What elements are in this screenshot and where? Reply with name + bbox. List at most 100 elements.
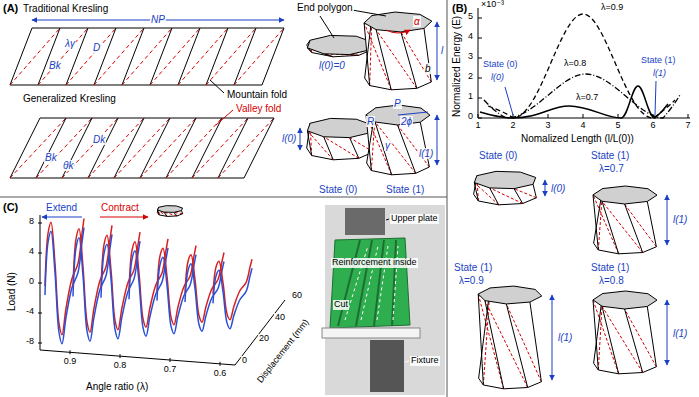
valley-fold [150,28,200,85]
label-text: 5 [614,121,621,131]
tick [478,18,482,19]
mountain-fold [376,30,391,90]
label-text: Mountain fold [226,89,288,100]
leader-line [216,110,233,125]
valley-fold [10,28,60,85]
tick [38,313,42,314]
valley-fold [234,28,284,85]
label-text: State (0) [482,60,519,70]
valley-fold [62,118,118,178]
label-text: α [413,16,421,27]
label-text: State (0) [318,184,358,195]
tick [170,358,171,362]
label-text: λ=0.7 [598,163,625,174]
tick [38,253,42,254]
energy-curve [480,86,668,118]
tick [478,118,482,119]
mountain-fold [38,28,60,85]
fixture-plate [322,328,420,338]
prism-edge [643,247,657,253]
label-text: P [393,98,402,109]
mountain-fold [66,28,88,85]
label-text: Displacement (mm) [255,317,312,386]
label-text: 2ϕ [400,116,413,127]
label-text: R [366,116,375,127]
fixture-clamp [370,340,404,392]
label-text: Angle ratio (λ) [85,381,149,392]
prism-edge [333,158,359,159]
label-text: 4 [467,32,474,42]
tick [548,114,549,118]
label-text: γ [384,140,391,151]
label-text: 0 [28,277,35,287]
valley-fold [514,189,536,198]
tick [38,343,42,344]
dimension-line [552,295,553,380]
tick [38,283,42,284]
label-text: 20 [258,334,270,344]
label-text: 2 [509,121,516,131]
label-text: 0.6 [213,369,228,379]
valley-fold [66,28,116,85]
label-text: Dk [92,134,106,145]
mountain-fold [602,306,619,374]
load-curve [157,255,196,334]
prism-edge [312,156,334,160]
leader-line [386,219,389,220]
mountain-fold [94,28,116,85]
mountain-fold [420,122,429,167]
label-text: λ=0.9 [458,275,485,286]
label-text: λ=0.9 [600,3,624,13]
label-text: 2 [467,72,474,82]
end-polygon [307,118,372,137]
mountain-fold [244,118,274,178]
label-text: 0 [241,356,248,366]
upper-plate [345,208,385,235]
valley-fold [401,32,431,82]
valley-fold [376,30,417,89]
mountain-fold [178,28,200,85]
valley-fold [38,28,88,85]
end-polygon [593,186,657,204]
prism-edge [499,204,523,205]
label-text: λγ [64,38,76,49]
dimension-line [437,115,438,165]
leader-line [352,10,386,16]
label-text: Valley fold [235,103,282,114]
label-text: Reinforcement inside [331,258,418,268]
label-text: l(1) [652,69,667,79]
mountain-fold [647,306,656,366]
valley-fold [114,118,170,178]
tick [478,114,479,118]
mountain-fold [206,28,228,85]
label-text: l(0) [490,73,505,83]
label-text: Contract [100,202,140,213]
rotation-arrow [386,30,410,33]
end-polygon [307,35,372,54]
valley-fold [375,122,416,173]
valley-fold [206,28,256,85]
label-text: 4 [579,121,586,131]
label-text: State (0) [478,150,518,161]
mountain-fold [10,28,32,85]
valley-fold [88,118,144,178]
label-text: 0.7 [163,365,178,375]
prism-face [366,108,376,171]
specimen [330,238,410,328]
tick [38,223,42,224]
mountain-fold [164,212,168,216]
label-text: End polygon [296,2,354,13]
mountain-fold [262,28,284,85]
valley-fold [36,118,92,178]
label-text: 8 [28,217,35,227]
leader-line [210,80,224,93]
prism-edge [370,86,392,90]
prism-edge [523,198,537,204]
label-text: State (1) [385,184,425,195]
label-text: 7 [684,121,691,131]
label-text: λ=0.8 [598,275,625,286]
mountain-fold [62,118,92,178]
label-text: Bk [44,152,58,163]
prism-edge [643,367,657,373]
